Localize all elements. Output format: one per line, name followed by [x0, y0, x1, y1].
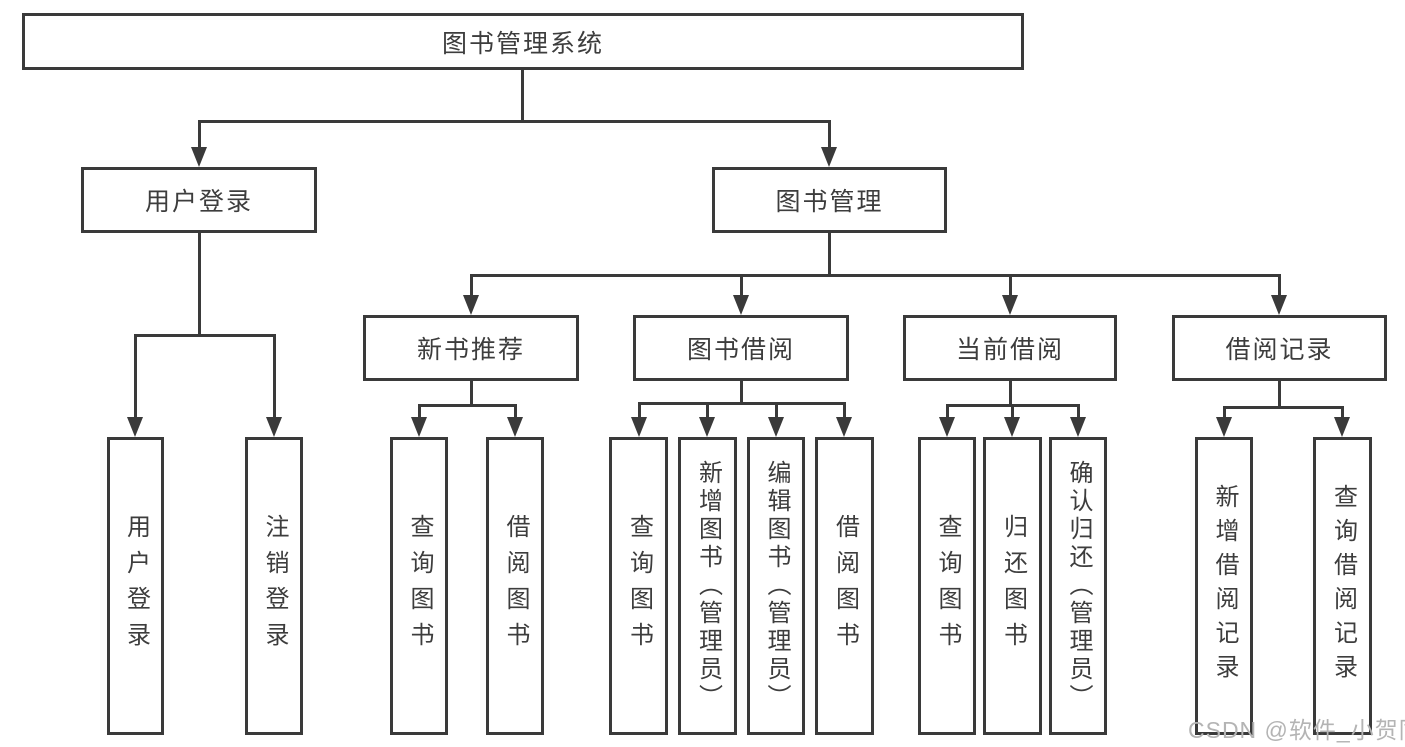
arrow-down-icon	[411, 417, 427, 437]
arrow-down-icon	[768, 417, 784, 437]
leaf-user-login-label: 用户登录	[122, 514, 150, 658]
arrow-down-icon	[507, 417, 523, 437]
node-book-borrowing: 图书借阅	[633, 315, 849, 381]
connector-line	[740, 381, 743, 404]
leaf-query-borrow-record: 查询借阅记录	[1313, 437, 1372, 735]
connector-line	[740, 274, 743, 300]
arrow-down-icon	[1334, 417, 1350, 437]
connector-line	[1077, 404, 1080, 421]
arrow-down-icon	[191, 147, 207, 167]
connector-line	[828, 120, 831, 152]
connector-line	[470, 381, 473, 406]
node-library-system: 图书管理系统	[22, 13, 1024, 70]
connector-line	[1223, 406, 1344, 409]
connector-line	[1009, 274, 1012, 300]
arrow-down-icon	[939, 417, 955, 437]
leaf-query-books-2: 查询图书	[609, 437, 668, 735]
leaf-confirm-return-admin-label: 确认归还（管理员）	[1065, 460, 1092, 712]
connector-line	[470, 274, 1280, 277]
connector-line	[134, 334, 137, 421]
node-book-management-label: 图书管理	[775, 188, 884, 216]
connector-line	[638, 402, 641, 421]
leaf-confirm-return-admin: 确认归还（管理员）	[1049, 437, 1107, 735]
leaf-add-book-admin-label: 新增图书（管理员）	[694, 460, 722, 712]
connector-line	[198, 120, 201, 152]
connector-line	[418, 404, 517, 407]
node-new-book-recommend-label: 新书推荐	[416, 336, 525, 364]
connector-line	[514, 404, 517, 421]
connector-line	[1341, 406, 1344, 421]
connector-line	[1278, 274, 1281, 300]
connector-line	[638, 402, 846, 405]
leaf-return-book: 归还图书	[983, 437, 1042, 735]
leaf-logout: 注销登录	[245, 437, 303, 735]
leaf-borrow-books-1: 借阅图书	[486, 437, 544, 735]
leaf-query-books-1: 查询图书	[390, 437, 448, 735]
connector-line	[1011, 404, 1014, 421]
node-book-borrowing-label: 图书借阅	[686, 336, 795, 364]
arrow-down-icon	[1002, 295, 1018, 315]
leaf-add-book-admin: 新增图书（管理员）	[678, 437, 737, 735]
node-user-login: 用户登录	[81, 167, 317, 233]
connector-line	[1278, 381, 1281, 408]
watermark: CSDN @软件_小贺同学	[1188, 717, 1405, 743]
arrow-down-icon	[631, 417, 647, 437]
connector-line	[134, 334, 276, 337]
node-library-system-label: 图书管理系统	[441, 29, 604, 58]
connector-line	[521, 70, 524, 122]
arrow-down-icon	[821, 147, 837, 167]
leaf-logout-label: 注销登录	[261, 514, 288, 658]
node-current-borrowing-label: 当前借阅	[955, 336, 1064, 364]
connector-line	[843, 402, 846, 421]
node-current-borrowing: 当前借阅	[903, 315, 1117, 381]
leaf-query-borrow-record-label: 查询借阅记录	[1329, 484, 1357, 688]
arrow-down-icon	[699, 417, 715, 437]
connector-line	[273, 334, 276, 421]
arrow-down-icon	[266, 417, 282, 437]
leaf-edit-book-admin: 编辑图书（管理员）	[747, 437, 805, 735]
connector-line	[198, 120, 830, 123]
connector-line	[418, 404, 421, 421]
arrow-down-icon	[1271, 295, 1287, 315]
connector-line	[198, 233, 201, 336]
arrow-down-icon	[1216, 417, 1232, 437]
leaf-query-books-3-label: 查询图书	[934, 514, 961, 658]
node-borrowing-records-label: 借阅记录	[1225, 336, 1334, 364]
leaf-query-books-1-label: 查询图书	[406, 514, 433, 658]
connector-line	[946, 404, 949, 421]
arrow-down-icon	[1070, 417, 1086, 437]
arrow-down-icon	[836, 417, 852, 437]
leaf-add-borrow-record: 新增借阅记录	[1195, 437, 1253, 735]
leaf-return-book-label: 归还图书	[999, 514, 1027, 658]
node-borrowing-records: 借阅记录	[1172, 315, 1387, 381]
node-book-management: 图书管理	[712, 167, 947, 233]
connector-line	[706, 402, 709, 421]
leaf-query-books-2-label: 查询图书	[625, 514, 653, 658]
leaf-borrow-books-2-label: 借阅图书	[831, 514, 859, 658]
leaf-borrow-books-1-label: 借阅图书	[502, 514, 529, 658]
connector-line	[775, 402, 778, 421]
connector-line	[470, 274, 473, 300]
arrow-down-icon	[733, 295, 749, 315]
arrow-down-icon	[463, 295, 479, 315]
node-user-login-label: 用户登录	[144, 188, 253, 216]
arrow-down-icon	[127, 417, 143, 437]
arrow-down-icon	[1004, 417, 1020, 437]
leaf-query-books-3: 查询图书	[918, 437, 976, 735]
leaf-add-borrow-record-label: 新增借阅记录	[1211, 484, 1238, 688]
node-new-book-recommend: 新书推荐	[363, 315, 579, 381]
leaf-edit-book-admin-label: 编辑图书（管理员）	[763, 460, 790, 712]
leaf-borrow-books-2: 借阅图书	[815, 437, 874, 735]
connector-line	[1009, 381, 1012, 406]
leaf-user-login: 用户登录	[107, 437, 164, 735]
connector-line	[1223, 406, 1226, 421]
connector-line	[828, 233, 831, 276]
